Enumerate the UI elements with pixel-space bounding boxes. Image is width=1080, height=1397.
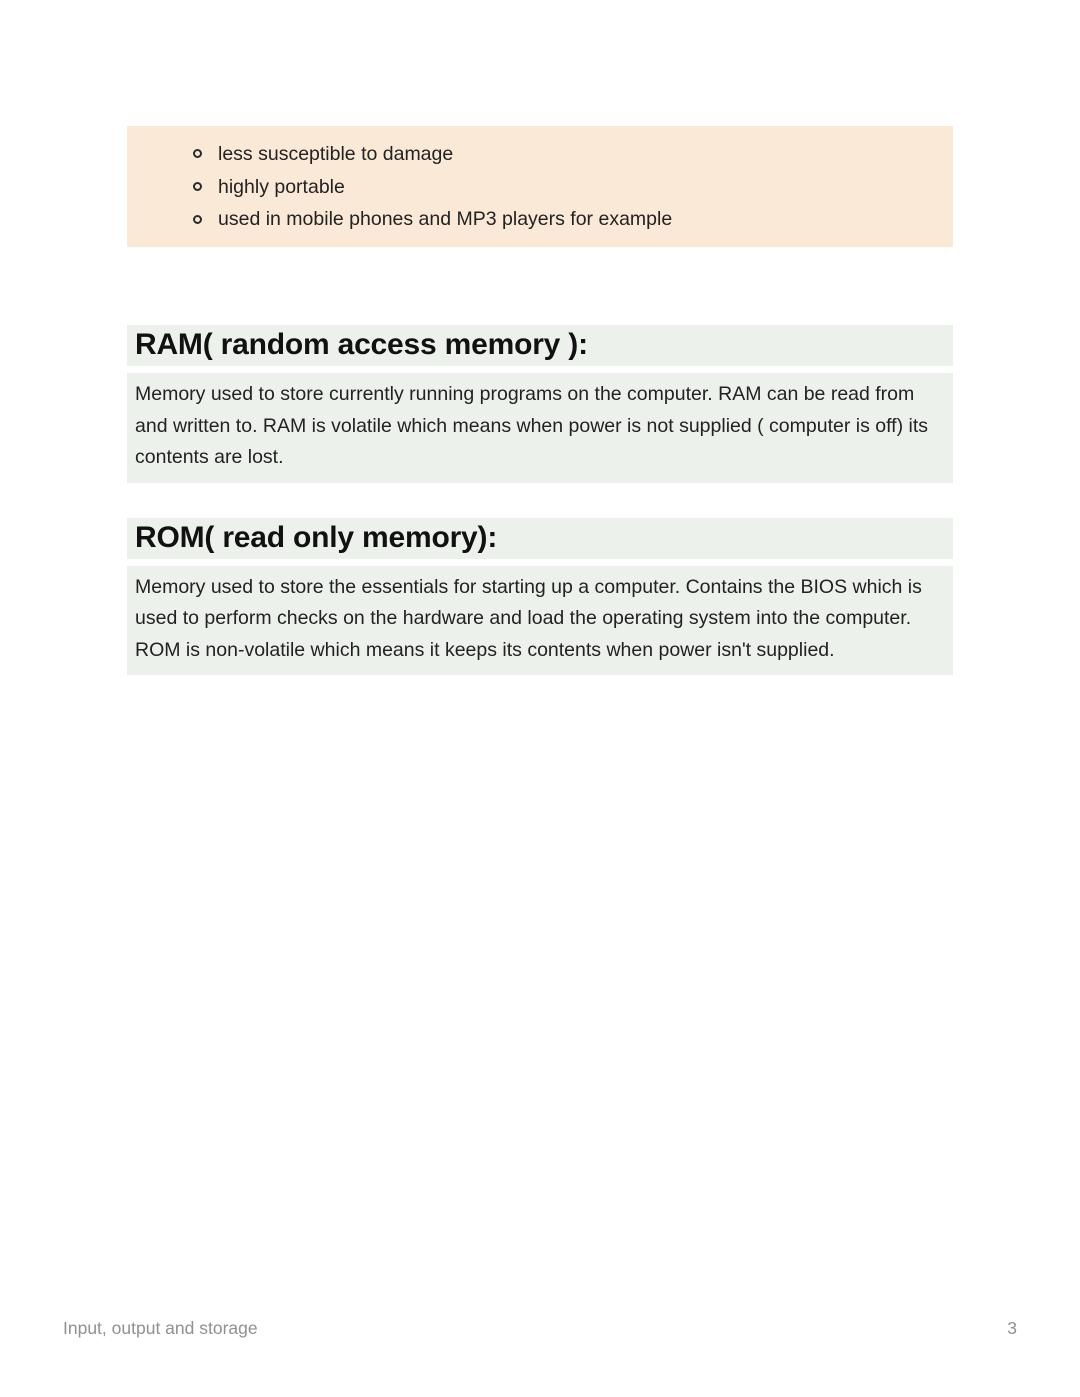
ram-section-paragraph: Memory used to store currently running p… [127, 373, 953, 483]
footer-page-number: 3 [1007, 1318, 1017, 1338]
list-item-text: used in mobile phones and MP3 players fo… [218, 208, 673, 231]
list-item: highly portable [143, 174, 937, 200]
list-item: used in mobile phones and MP3 players fo… [143, 206, 937, 232]
hollow-circle-bullet-icon [193, 149, 202, 159]
rom-section-paragraph: Memory used to store the essentials for … [127, 565, 953, 675]
hollow-circle-bullet-icon [193, 214, 202, 224]
list-item: less susceptible to damage [143, 141, 937, 167]
document-content: less susceptible to damage highly portab… [127, 0, 953, 675]
rom-section-heading: ROM( read only memory): [127, 517, 953, 559]
hollow-circle-bullet-icon [193, 182, 202, 191]
ram-section-heading: RAM( random access memory ): [127, 325, 953, 366]
orange-callout-block: less susceptible to damage highly portab… [127, 126, 953, 247]
page-footer: Input, output and storage 3 [63, 1318, 1017, 1339]
list-item-text: less susceptible to damage [218, 142, 454, 165]
list-item-text: highly portable [218, 175, 345, 198]
footer-document-title: Input, output and storage [63, 1318, 258, 1338]
